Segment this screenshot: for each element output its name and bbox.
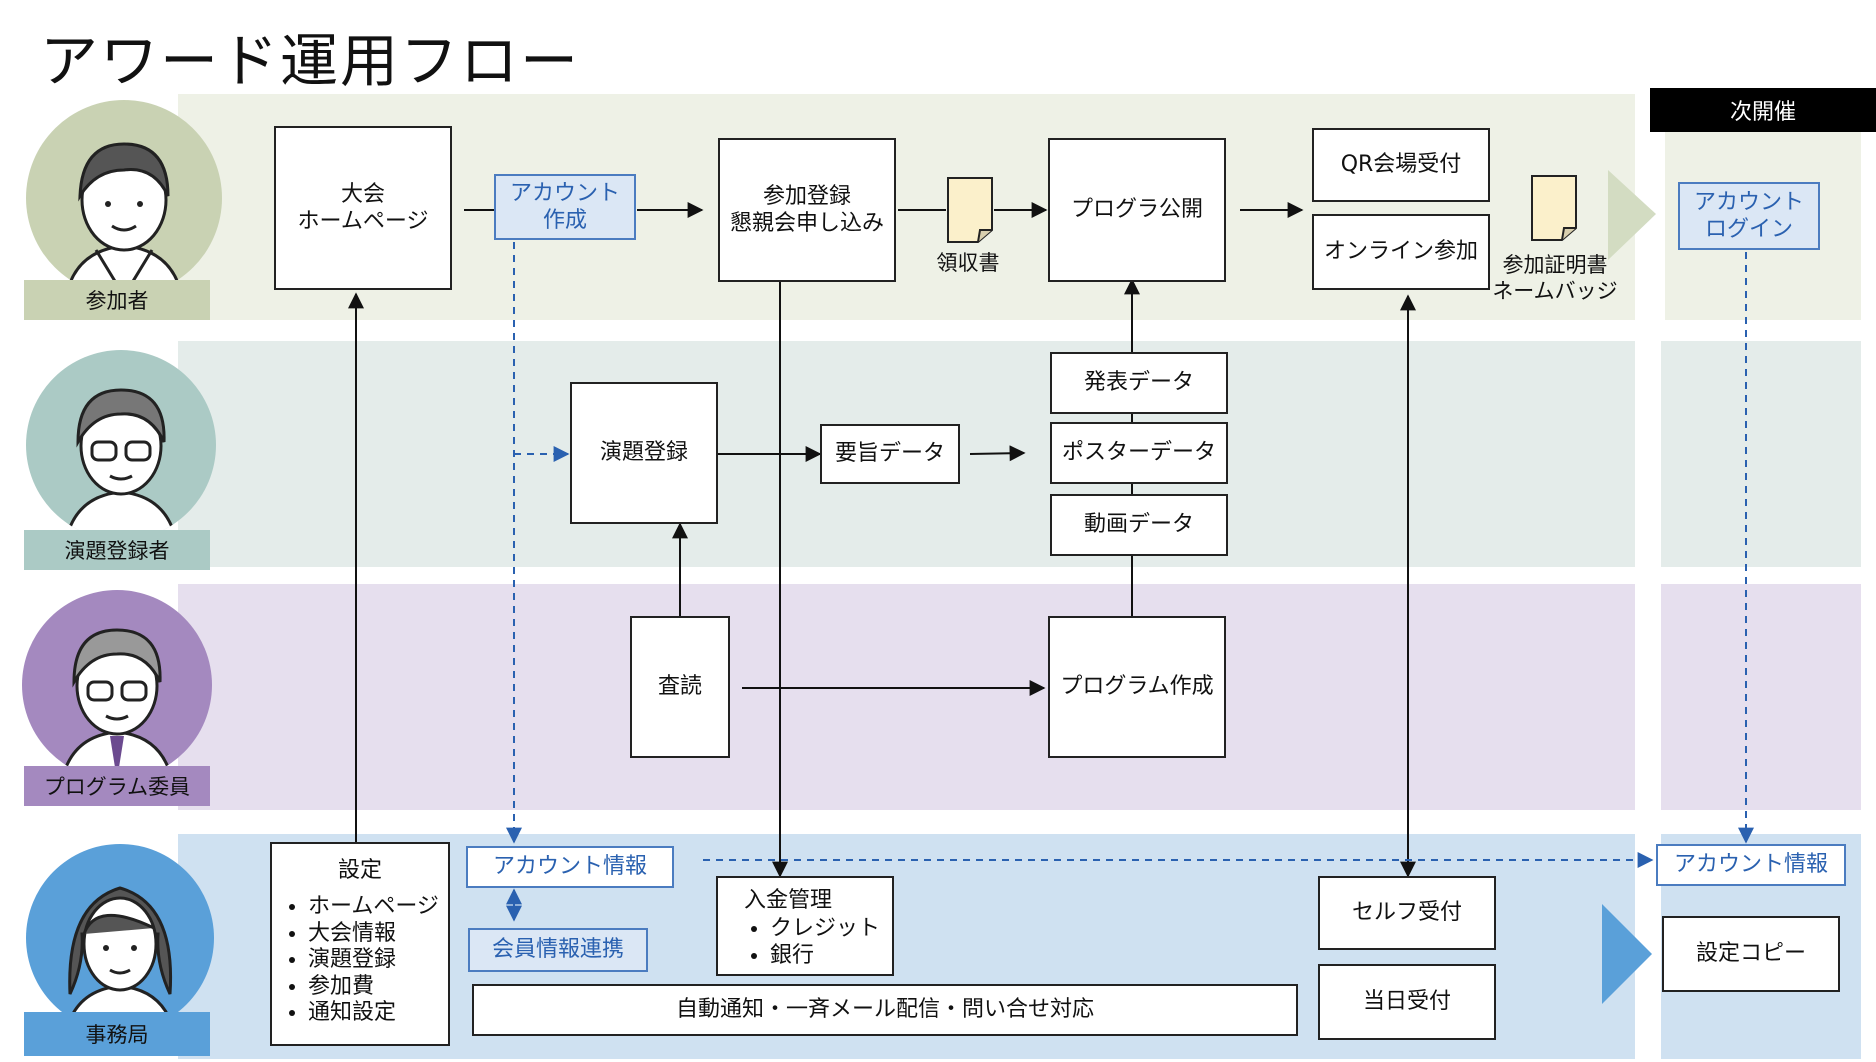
program-publish-node: プログラ公開 bbox=[1048, 138, 1226, 282]
lane-committee bbox=[178, 584, 1635, 810]
chevron-participant bbox=[1608, 170, 1656, 260]
settings-item: 演題登録 bbox=[308, 947, 448, 973]
abstract-data-node: 要旨データ bbox=[820, 424, 960, 484]
qr-reception-node: QR会場受付 bbox=[1312, 128, 1490, 202]
role-participant: 参加者 bbox=[24, 280, 210, 320]
video-data-node: 動画データ bbox=[1050, 494, 1228, 556]
arrow-data-to-poster bbox=[969, 445, 1026, 462]
office-avatar-icon bbox=[26, 844, 214, 1032]
settings-item: 通知設定 bbox=[308, 1000, 448, 1026]
abstract-entry-node: 演題登録 bbox=[570, 382, 718, 524]
role-committee: プログラム委員 bbox=[24, 766, 210, 806]
presentation-data-node: 発表データ bbox=[1050, 352, 1228, 414]
auto-notice-node: 自動通知・一斉メール配信・問い合せ対応 bbox=[472, 984, 1298, 1036]
online-join-node: オンライン参加 bbox=[1312, 214, 1490, 290]
payment-title: 入金管理 bbox=[744, 888, 833, 913]
account-login-node[interactable]: アカウント ログイン bbox=[1678, 182, 1820, 250]
next-event-header: 次開催 bbox=[1650, 88, 1876, 132]
blue-dashed-arrows bbox=[506, 242, 1754, 922]
payment-item: クレジット bbox=[770, 916, 892, 942]
badge-label: 参加証明書 ネームバッジ bbox=[1492, 253, 1618, 304]
page-title: アワード運用フロー bbox=[40, 27, 581, 95]
account-create-node[interactable]: アカウント 作成 bbox=[494, 174, 636, 240]
participant-avatar-icon bbox=[26, 100, 222, 296]
payment-node: 入金管理 クレジット 銀行 bbox=[716, 876, 894, 976]
self-reception-node: セルフ受付 bbox=[1318, 876, 1496, 950]
program-create-node: プログラム作成 bbox=[1048, 616, 1226, 758]
lane-committee-next bbox=[1661, 584, 1861, 810]
next-event-chevrons bbox=[1602, 170, 1656, 1004]
role-presenter: 演題登録者 bbox=[24, 530, 210, 570]
settings-list: 設定 ホームページ 大会情報 演題登録 参加費 通知設定 bbox=[270, 842, 450, 1046]
chevron-office bbox=[1602, 904, 1652, 1004]
registration-node: 参加登録 懇親会申し込み bbox=[718, 138, 896, 282]
payment-item: 銀行 bbox=[770, 943, 892, 969]
settings-copy-node: 設定コピー bbox=[1662, 916, 1840, 992]
presenter-avatar-icon bbox=[26, 350, 216, 540]
account-info-node[interactable]: アカウント情報 bbox=[466, 846, 674, 888]
receipt-label: 領収書 bbox=[936, 251, 1000, 275]
review-node: 査読 bbox=[630, 616, 730, 758]
settings-item: 参加費 bbox=[308, 974, 448, 1000]
member-link-node[interactable]: 会員情報連携 bbox=[468, 928, 648, 972]
poster-data-node: ポスターデータ bbox=[1050, 422, 1228, 484]
day-reception-node: 当日受付 bbox=[1318, 964, 1496, 1040]
role-office: 事務局 bbox=[24, 1012, 210, 1056]
account-info-next-node[interactable]: アカウント情報 bbox=[1656, 844, 1846, 886]
lane-presenter-next bbox=[1661, 341, 1861, 567]
homepage-node: 大会 ホームページ bbox=[274, 126, 452, 290]
settings-item: ホームページ bbox=[308, 894, 448, 920]
receipt-doc-icon bbox=[946, 176, 994, 248]
settings-title: 設定 bbox=[337, 858, 382, 883]
settings-item: 大会情報 bbox=[308, 921, 448, 947]
badge-doc-icon bbox=[1530, 174, 1578, 246]
